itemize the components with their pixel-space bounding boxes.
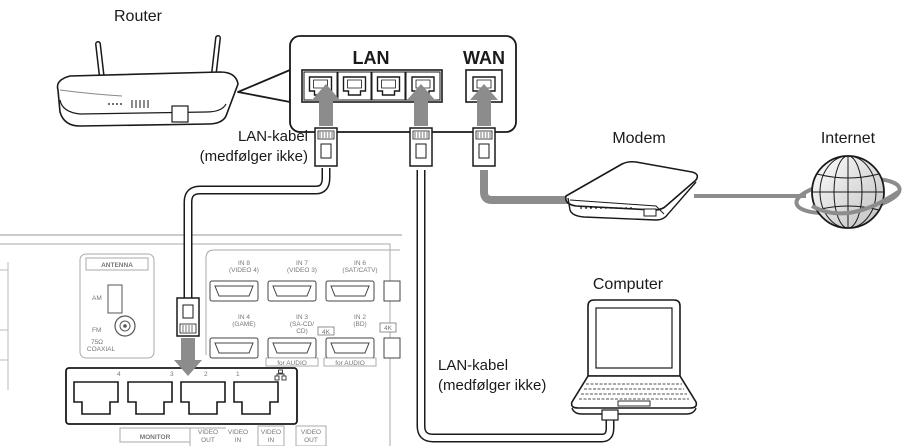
port-4-label: 4	[117, 371, 121, 378]
lan-cable-2-line1: LAN-kabel	[438, 357, 508, 374]
receiver-lan-port-1	[233, 381, 279, 415]
lan-cable-receiver	[183, 168, 331, 300]
port-2-label: 2	[204, 371, 208, 378]
hdmi-input-block: IN 8 (VIDEO 4) IN 7 (VIDEO 3) IN 6 (SAT/…	[205, 249, 401, 367]
am-terminal	[107, 284, 123, 314]
monitor-label: MONITOR	[140, 434, 171, 441]
am-label: AM	[92, 295, 102, 302]
fm-sub-1: 75Ω	[91, 339, 103, 346]
in7-sub: (VIDEO 3)	[287, 267, 317, 274]
rj45-plugs	[176, 127, 496, 337]
in6-sub: (SAT/CATV)	[342, 267, 377, 274]
video-in-2b: IN	[268, 437, 275, 444]
port-1-label: 1	[236, 371, 240, 378]
in3-sub2: CD)	[296, 328, 308, 335]
receiver-lan-port-4	[73, 381, 119, 415]
video-out-2b: OUT	[304, 437, 318, 444]
connection-arrows	[174, 84, 498, 376]
video-in-1b: IN	[235, 437, 242, 444]
in2-label: IN 2	[354, 314, 366, 321]
in2-sub: (BD)	[353, 321, 366, 328]
lan-cable-computer	[416, 170, 615, 443]
router-device: Router	[56, 8, 293, 127]
router-lan-port-2	[337, 71, 372, 101]
lan-cable-1-line2: (medfølger ikke)	[200, 148, 308, 165]
network-symbol-icon	[274, 369, 287, 381]
arrow-up-3-icon	[470, 84, 498, 126]
lan-label: LAN	[353, 48, 390, 68]
badge-4k-2: 4K	[384, 325, 393, 332]
computer-label: Computer	[593, 276, 664, 293]
cables	[183, 168, 806, 443]
receiver-lan-block: 4 3 2 1	[65, 367, 298, 425]
arrow-up-1-icon	[312, 84, 340, 126]
video-out-1b: OUT	[201, 437, 215, 444]
internet-globe-icon: Internet	[794, 130, 902, 229]
video-out-2: VIDEO	[301, 429, 321, 436]
router-lan-port-3	[371, 71, 406, 101]
receiver-back-panel: ANTENNA AM FM 75Ω COAXIAL IN 8 (VIDEO 4)…	[0, 234, 402, 446]
wan-label: WAN	[463, 48, 505, 68]
plug-router-lan-1	[314, 127, 338, 167]
router-label: Router	[114, 8, 163, 25]
receiver-lan-port-3	[127, 381, 173, 415]
in4-label: IN 4	[238, 314, 250, 321]
plug-router-wan	[472, 127, 496, 167]
receiver-lan-port-2	[180, 381, 226, 415]
antenna-label: ANTENNA	[101, 262, 133, 269]
port-3-label: 3	[170, 371, 174, 378]
antenna-block: ANTENNA AM FM 75Ω COAXIAL	[79, 253, 155, 359]
in8-sub: (VIDEO 4)	[229, 267, 259, 274]
lan-cable-2-line2: (medfølger ikke)	[438, 377, 546, 394]
plug-receiver	[176, 297, 200, 337]
in8-label: IN 8	[238, 260, 250, 267]
in7-label: IN 7	[296, 260, 308, 267]
fm-sub-2: COAXIAL	[87, 346, 116, 353]
arrow-down-icon	[174, 338, 202, 376]
modem-label: Modem	[612, 130, 665, 147]
video-in-2: VIDEO	[261, 429, 281, 436]
in4-sub: (GAME)	[232, 321, 255, 328]
lan-cable-1-line1: LAN-kabel	[238, 128, 308, 145]
monitor-video-block: MONITOR VIDEO OUT VIDEO IN VIDEO IN VIDE…	[119, 425, 327, 446]
plug-router-lan-4	[409, 127, 433, 167]
video-out-1: VIDEO	[198, 429, 218, 436]
in6-label: IN 6	[354, 260, 366, 267]
computer-laptop-icon: Computer	[570, 276, 698, 421]
video-in-1: VIDEO	[228, 429, 248, 436]
arrow-up-2-icon	[407, 84, 435, 126]
in3-label: IN 3	[296, 314, 308, 321]
fm-label: FM	[92, 327, 101, 334]
in3-sub: (SA-CD/	[290, 321, 314, 328]
for-audio-1: for AUDIO	[277, 360, 307, 367]
internet-label: Internet	[821, 130, 876, 147]
router-ports-callout: LAN WAN	[289, 35, 517, 133]
modem-device: Modem	[564, 130, 699, 221]
wan-cable	[480, 170, 586, 204]
badge-4k-1: 4K	[322, 329, 331, 336]
for-audio-2: for AUDIO	[335, 360, 365, 367]
